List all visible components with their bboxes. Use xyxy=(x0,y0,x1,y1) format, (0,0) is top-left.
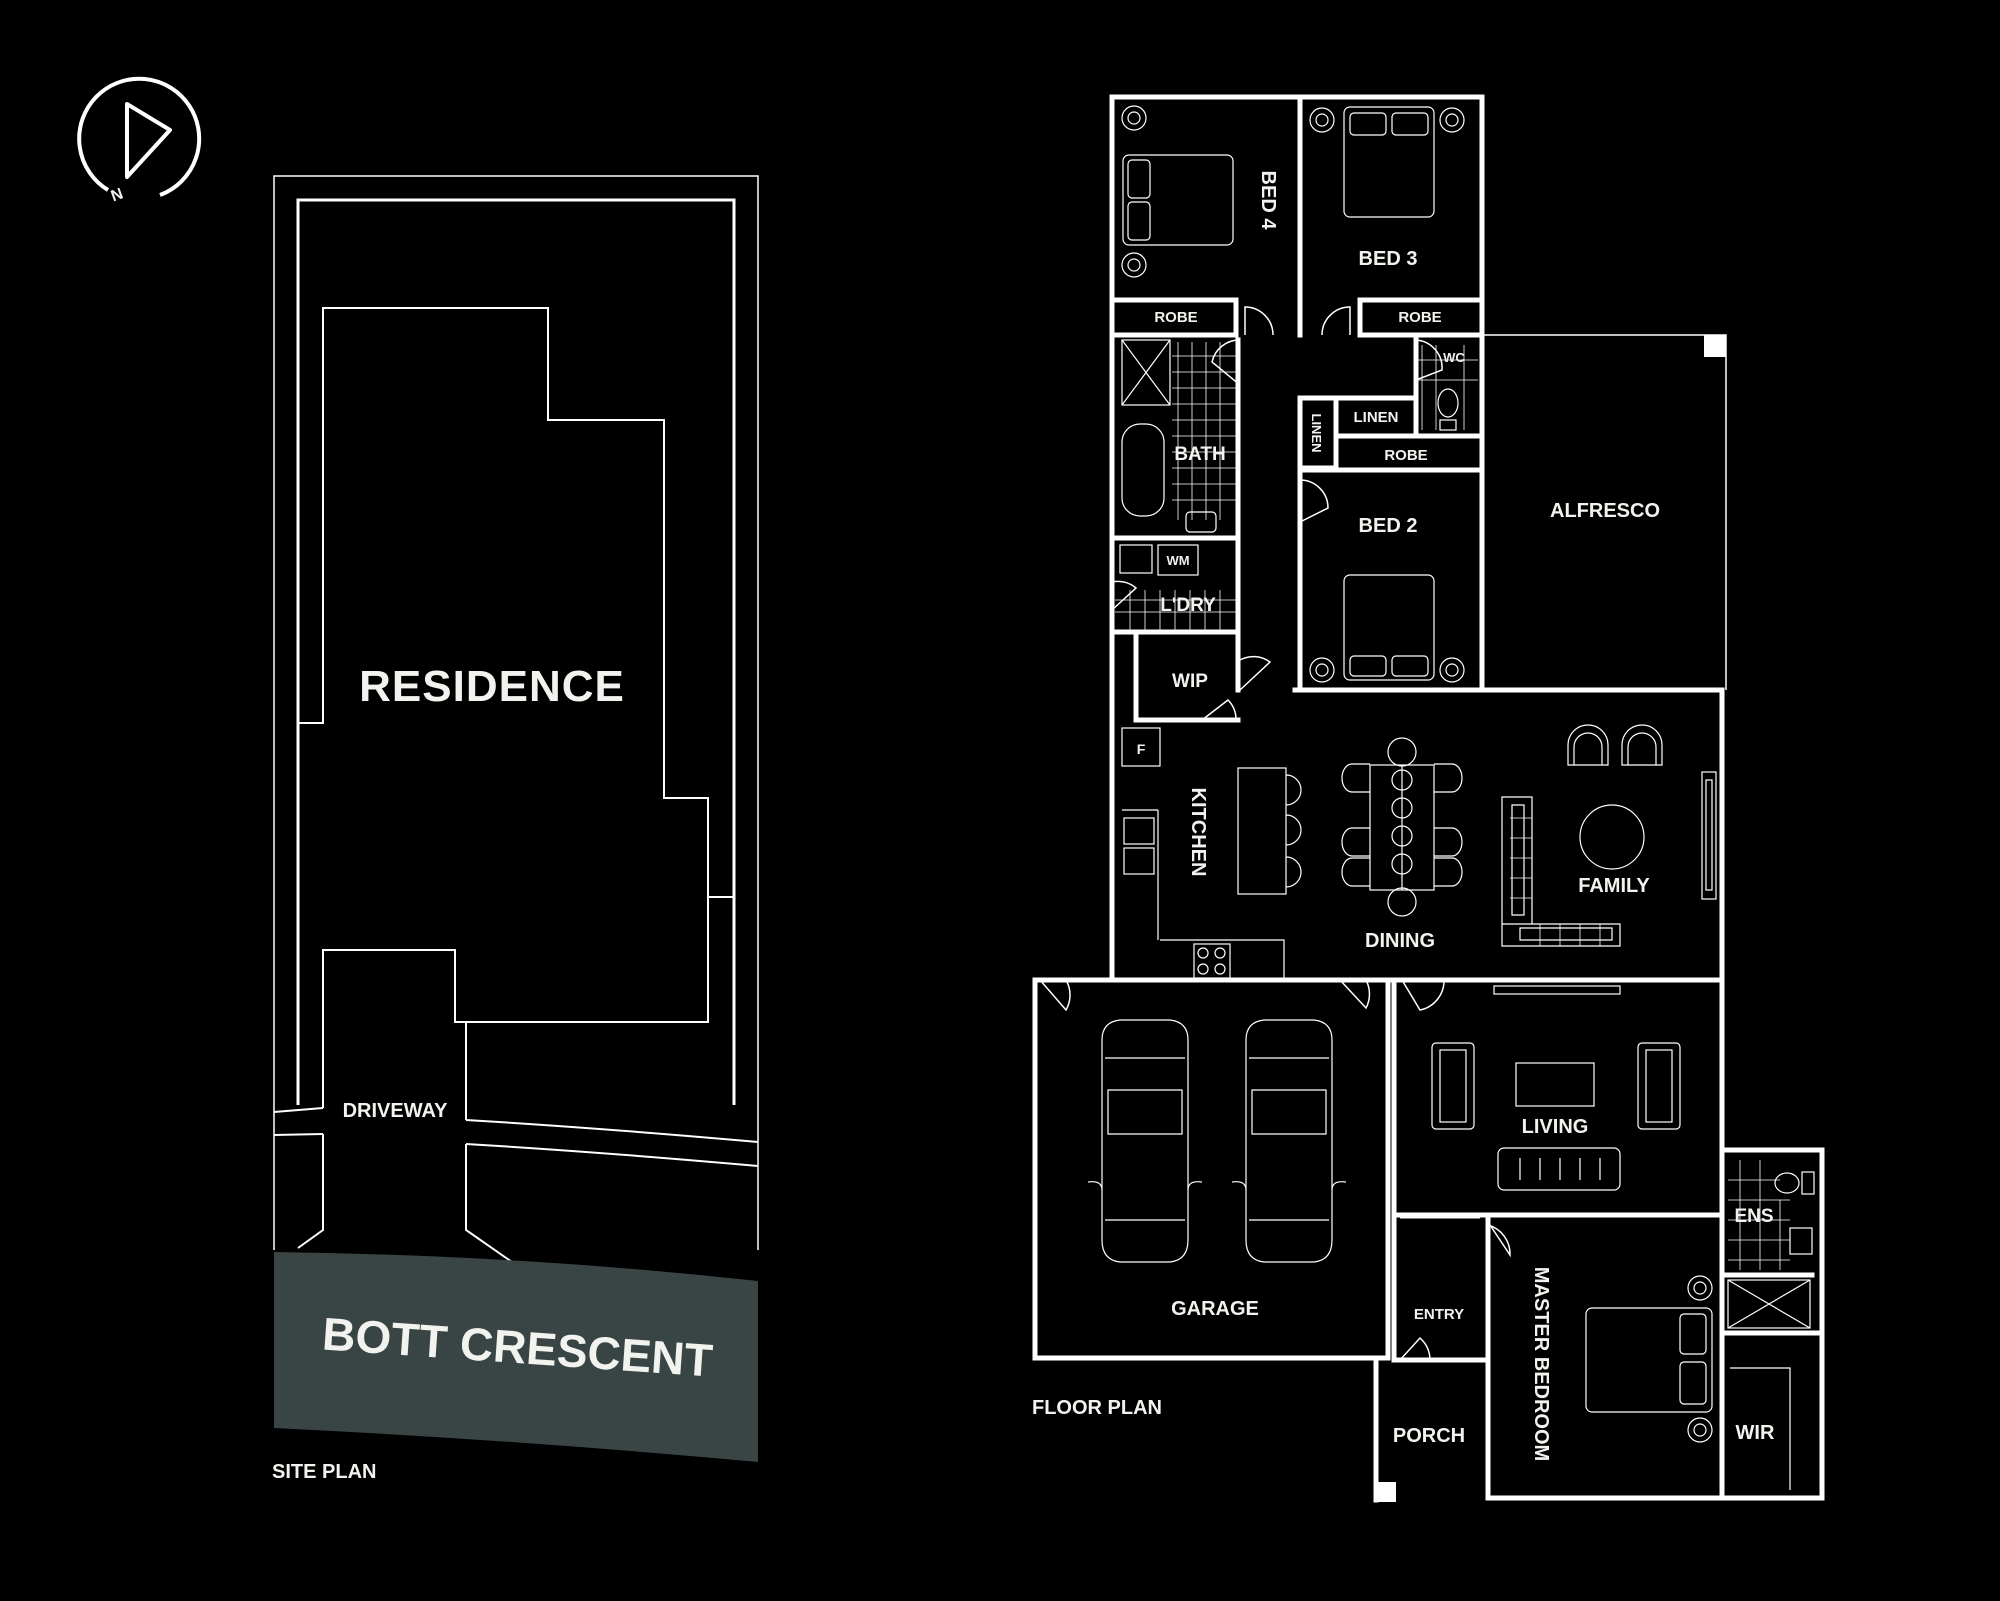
door-garage-internal xyxy=(1339,979,1371,1010)
living-armchair-right xyxy=(1637,1042,1681,1130)
residence-label: RESIDENCE xyxy=(359,662,625,711)
car-right xyxy=(1231,1019,1347,1263)
compass-arrow-icon xyxy=(125,102,172,179)
room-labels: BED 4 BED 3 ROBE ROBE WC LINEN LINEN ROB… xyxy=(1137,171,1775,1462)
floor-plan-walls xyxy=(1032,94,1825,1503)
label-bath: BATH xyxy=(1174,444,1225,465)
driveway-right-edge xyxy=(465,1144,513,1263)
porch-post xyxy=(1376,1482,1396,1502)
door-bed2 xyxy=(1299,479,1329,523)
living-armchair-left xyxy=(1431,1042,1475,1130)
bathtub xyxy=(1121,423,1165,517)
label-bed2: BED 2 xyxy=(1359,515,1418,537)
door-master xyxy=(1487,1221,1511,1258)
door-entry xyxy=(1399,1336,1431,1361)
wall-ensuite-outer xyxy=(1719,1147,1825,1501)
door-laundry xyxy=(1111,580,1138,611)
kitchen-island xyxy=(1237,767,1287,895)
compass-north-label: N xyxy=(109,186,126,206)
ens-vanity xyxy=(1789,1227,1813,1255)
label-living: LIVING xyxy=(1522,1116,1589,1138)
label-laundry: L'DRY xyxy=(1160,595,1216,616)
door-wip xyxy=(1201,698,1237,721)
door-swings xyxy=(1039,306,1511,1361)
laundry-tub xyxy=(1119,544,1153,574)
bath-tiles xyxy=(1172,342,1236,520)
label-porch: PORCH xyxy=(1393,1425,1465,1447)
label-linen-vertical: LINEN xyxy=(1309,414,1324,453)
door-bath xyxy=(1211,339,1241,386)
family-sofa xyxy=(1501,796,1621,947)
kerb-line-upper xyxy=(273,1107,759,1143)
ens-tiles xyxy=(1728,1160,1790,1270)
floor-plan-caption: FLOOR PLAN xyxy=(1032,1397,1162,1419)
door-garage xyxy=(1039,979,1071,1012)
driveway-left-edge xyxy=(297,1134,324,1249)
label-garage: GARAGE xyxy=(1171,1298,1259,1320)
label-entry: ENTRY xyxy=(1414,1306,1464,1323)
label-wc: WC xyxy=(1443,350,1465,365)
kerb-line-lower xyxy=(273,1133,759,1167)
fixtures xyxy=(1070,105,1815,1490)
label-ens: ENS xyxy=(1734,1206,1773,1227)
alfresco-outline xyxy=(1376,334,1727,1502)
label-fridge: F xyxy=(1137,741,1146,757)
living-coffee-table xyxy=(1515,1062,1595,1107)
compass: N xyxy=(77,76,202,206)
car-left xyxy=(1087,1019,1203,1263)
alfresco-post xyxy=(1704,335,1726,357)
street-bott-crescent xyxy=(274,1252,758,1462)
compass-ring xyxy=(77,76,202,197)
door-hall xyxy=(1239,655,1272,691)
bar-stools xyxy=(1567,724,1663,766)
label-wip: WIP xyxy=(1172,671,1208,692)
label-linen: LINEN xyxy=(1354,409,1399,426)
label-dining: DINING xyxy=(1365,930,1435,952)
residence-footprint xyxy=(298,307,709,1108)
wall-top xyxy=(1109,94,1485,338)
door-bed3 xyxy=(1321,306,1351,336)
ens-shower xyxy=(1727,1279,1811,1329)
label-bed3: BED 3 xyxy=(1359,248,1418,270)
bed3-bed xyxy=(1343,106,1435,218)
bed2-bed xyxy=(1343,574,1435,681)
bed4-bed xyxy=(1122,154,1234,246)
cooktop xyxy=(1193,943,1231,979)
label-alfresco: ALFRESCO xyxy=(1550,500,1660,522)
family-window-unit xyxy=(1701,771,1717,900)
label-wm: WM xyxy=(1166,553,1189,568)
fridge xyxy=(1121,727,1161,767)
ens-toilet xyxy=(1774,1172,1800,1194)
wir-shelving xyxy=(1730,1367,1791,1490)
door-wc xyxy=(1415,339,1443,381)
label-kitchen: KITCHEN xyxy=(1187,788,1209,877)
door-bed4 xyxy=(1244,306,1274,336)
bath-vanity xyxy=(1185,511,1217,533)
washing-machine xyxy=(1157,544,1199,576)
driveway-label: DRIVEWAY xyxy=(343,1100,449,1122)
laundry-tiles xyxy=(1115,590,1236,630)
label-robe-bed3: ROBE xyxy=(1398,309,1441,326)
living-tv-unit xyxy=(1493,985,1621,995)
label-robe-bed2: ROBE xyxy=(1384,447,1427,464)
living-sofa xyxy=(1497,1147,1621,1191)
label-robe-bed4: ROBE xyxy=(1154,309,1197,326)
master-bed xyxy=(1585,1307,1713,1413)
site-plan xyxy=(273,175,759,1263)
label-master-bedroom: MASTER BEDROOM xyxy=(1530,1267,1552,1461)
family-round-table xyxy=(1579,804,1645,870)
label-bed4: BED 4 xyxy=(1257,171,1279,231)
door-living xyxy=(1401,979,1445,1011)
label-wir: WIR xyxy=(1736,1422,1775,1444)
wc-tiles xyxy=(1418,345,1478,430)
wc-toilet xyxy=(1437,388,1459,418)
site-plan-caption: SITE PLAN xyxy=(272,1461,376,1483)
site-setback-line xyxy=(296,198,736,1105)
label-family: FAMILY xyxy=(1578,875,1650,897)
site-boundary xyxy=(273,175,759,1250)
